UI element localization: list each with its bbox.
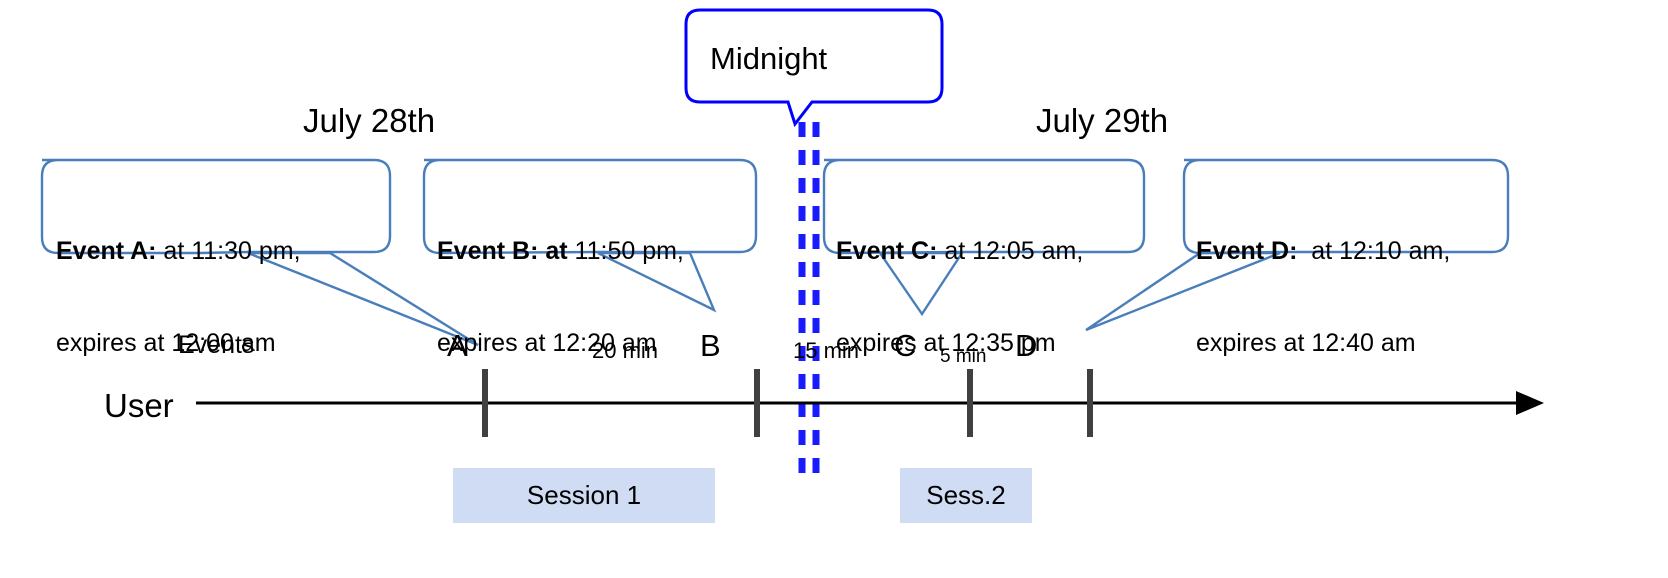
event-c-line2: expires at 12:35 pm xyxy=(836,328,1056,357)
marker-label-d: D xyxy=(1015,328,1038,363)
event-a-line1: at 11:30 pm, xyxy=(156,237,301,265)
event-d-callout-shape xyxy=(1085,158,1510,332)
event-c-title: Event C: xyxy=(836,237,938,265)
event-a-line2: expires at 12:00 am xyxy=(56,328,276,357)
event-b-title: Event B: xyxy=(437,237,539,265)
event-d-title: Event D: xyxy=(1196,237,1298,265)
event-c-line1: at 12:05 am, xyxy=(937,237,1084,265)
axis-arrowhead xyxy=(1516,391,1544,415)
gap-label-bc: 15 min xyxy=(793,338,860,363)
session-2-label: Sess.2 xyxy=(926,480,1006,510)
gap-label-ab: 20 min xyxy=(592,338,659,363)
event-b-callout-text: Event B: at 11:50 pm, expires at 12:20 a… xyxy=(437,175,684,419)
midnight-callout-shape xyxy=(684,8,944,128)
midnight-dashed-line xyxy=(798,122,820,478)
marker-label-a: A xyxy=(447,328,468,363)
event-c-callout-text: Event C: at 12:05 am, expires at 12:35 p… xyxy=(836,175,1083,419)
marker-label-b: B xyxy=(700,328,721,363)
row-label-events: Events xyxy=(178,331,255,359)
event-a-callout-shape xyxy=(40,158,479,347)
event-ticks xyxy=(482,369,1093,437)
event-b-callout-shape xyxy=(422,158,758,313)
date-label-right: July 29th xyxy=(1036,102,1169,139)
event-b-line1: 11:50 pm, xyxy=(567,237,684,265)
midnight-label: Midnight xyxy=(710,41,828,76)
session-1-label: Session 1 xyxy=(526,480,642,510)
marker-label-c: C xyxy=(894,328,917,363)
event-b-title-extra: at xyxy=(538,237,568,265)
event-a-callout-text: Event A: at 11:30 pm, expires at 12:00 a… xyxy=(56,175,301,419)
event-c-callout-shape xyxy=(822,158,1146,317)
session-box-1: Session 1 xyxy=(453,468,715,523)
row-label-user: User xyxy=(104,387,174,424)
event-d-callout-text: Event D: at 12:10 am, expires at 12:40 a… xyxy=(1196,175,1450,419)
event-a-title: Event A: xyxy=(56,237,157,265)
event-d-line1: at 12:10 am, xyxy=(1297,237,1451,265)
session-box-2: Sess.2 xyxy=(900,468,1032,523)
gap-label-cd: 5 min xyxy=(940,346,987,367)
time-axis xyxy=(196,391,1544,415)
date-label-left: July 28th xyxy=(303,102,436,139)
event-b-line2: expires at 12:20 am xyxy=(437,328,657,357)
event-d-line2: expires at 12:40 am xyxy=(1196,328,1416,357)
